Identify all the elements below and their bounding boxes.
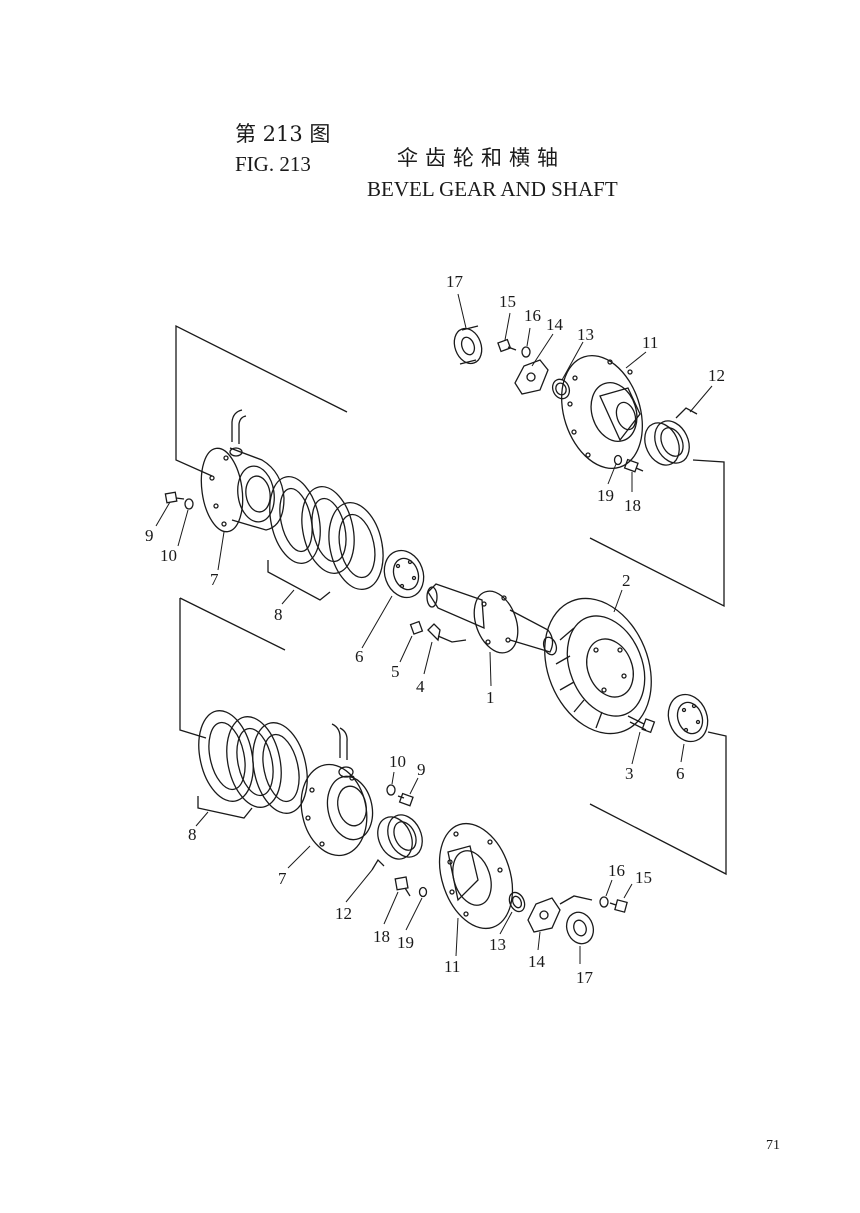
callout-13-top: 13 <box>577 325 594 344</box>
callout-14-bottom: 14 <box>528 952 546 971</box>
callout-2: 2 <box>622 571 631 590</box>
plate-14-bottom <box>527 895 593 933</box>
bearing-17-bottom <box>565 911 595 945</box>
flange-11-top <box>561 354 643 470</box>
callout-12-bottom: 12 <box>335 904 352 923</box>
figure-number-en: FIG. 213 <box>235 152 311 176</box>
figure-name-en: BEVEL GEAR AND SHAFT <box>367 177 618 201</box>
bolt-3 <box>627 715 656 734</box>
callout-5: 5 <box>391 662 400 681</box>
callout-6-left: 6 <box>355 647 364 666</box>
callout-19-top: 19 <box>597 486 614 505</box>
bolt-15-top <box>497 338 517 353</box>
callout-15-top: 15 <box>499 292 516 311</box>
bolt-9-top <box>164 491 185 504</box>
callout-labels: 17 15 16 14 13 11 12 19 18 9 10 7 8 6 5 … <box>145 272 725 987</box>
callout-17-bottom: 17 <box>576 968 594 987</box>
figure-number-cn: 第 213 图 <box>235 122 331 146</box>
callout-9-bottom: 9 <box>417 760 426 779</box>
bearing-17-top <box>453 325 483 365</box>
tube-lower <box>331 723 348 760</box>
washer-10-bottom <box>386 784 396 796</box>
seal-12-bottom <box>371 814 423 871</box>
seal-12-top <box>644 407 698 466</box>
title-chinese: 第 213 图 伞齿轮和横轴 <box>0 94 860 170</box>
callout-6-right: 6 <box>676 764 685 783</box>
callout-10-top: 10 <box>160 546 177 565</box>
figure-name-cn: 伞齿轮和横轴 <box>397 146 565 170</box>
shaft-1 <box>426 583 558 656</box>
callout-7-bottom: 7 <box>278 869 287 888</box>
callout-8-bottom: 8 <box>188 825 197 844</box>
ring-13-top <box>551 378 571 400</box>
frame-lines <box>175 324 727 876</box>
bolt-15-bottom <box>609 899 628 913</box>
tube-upper <box>231 409 247 444</box>
housing-7-bottom <box>300 763 374 857</box>
callout-10-bottom: 10 <box>389 752 406 771</box>
title-english: FIG. 213 BEVEL GEAR AND SHAFT <box>0 127 860 202</box>
nut-5 <box>409 620 424 635</box>
flange-11-bottom <box>438 822 514 930</box>
washer-16-top <box>521 346 531 358</box>
callout-7-top: 7 <box>210 570 219 589</box>
callout-13-bottom: 13 <box>489 935 506 954</box>
page-number: 71 <box>766 1138 780 1153</box>
bearing-6-right <box>667 693 709 743</box>
plate-14-top <box>514 359 549 395</box>
plates-8-top <box>267 476 384 601</box>
callout-1: 1 <box>486 688 495 707</box>
bolt-18-top <box>623 458 644 473</box>
callout-11-top: 11 <box>642 333 658 352</box>
ring-13-bottom <box>508 891 526 913</box>
callout-8-top: 8 <box>274 605 283 624</box>
callout-9-top: 9 <box>145 526 154 545</box>
washer-19-top <box>613 454 623 466</box>
callout-19-bottom: 19 <box>397 933 414 952</box>
washer-16-bottom <box>599 896 609 908</box>
bolt-9-bottom <box>397 792 414 807</box>
bevel-gear-2 <box>544 597 652 735</box>
washer-19-bottom <box>418 886 428 898</box>
callout-3: 3 <box>625 764 634 783</box>
bolt-18-bottom <box>394 876 411 897</box>
leader-lines <box>155 293 713 964</box>
callout-16-top: 16 <box>524 306 541 325</box>
lock-4 <box>427 623 467 643</box>
callout-16-bottom: 16 <box>608 861 625 880</box>
callout-17-top: 17 <box>446 272 464 291</box>
callout-11-bottom: 11 <box>444 957 460 976</box>
callout-15-bottom: 15 <box>635 868 652 887</box>
washer-10-top <box>184 498 194 510</box>
bearing-6-top <box>383 549 425 599</box>
callout-12-top: 12 <box>708 366 725 385</box>
callout-14-top: 14 <box>546 315 564 334</box>
callout-18-top: 18 <box>624 496 641 515</box>
plates-8-bottom <box>197 710 308 819</box>
callout-4: 4 <box>416 677 425 696</box>
callout-18-bottom: 18 <box>373 927 390 946</box>
